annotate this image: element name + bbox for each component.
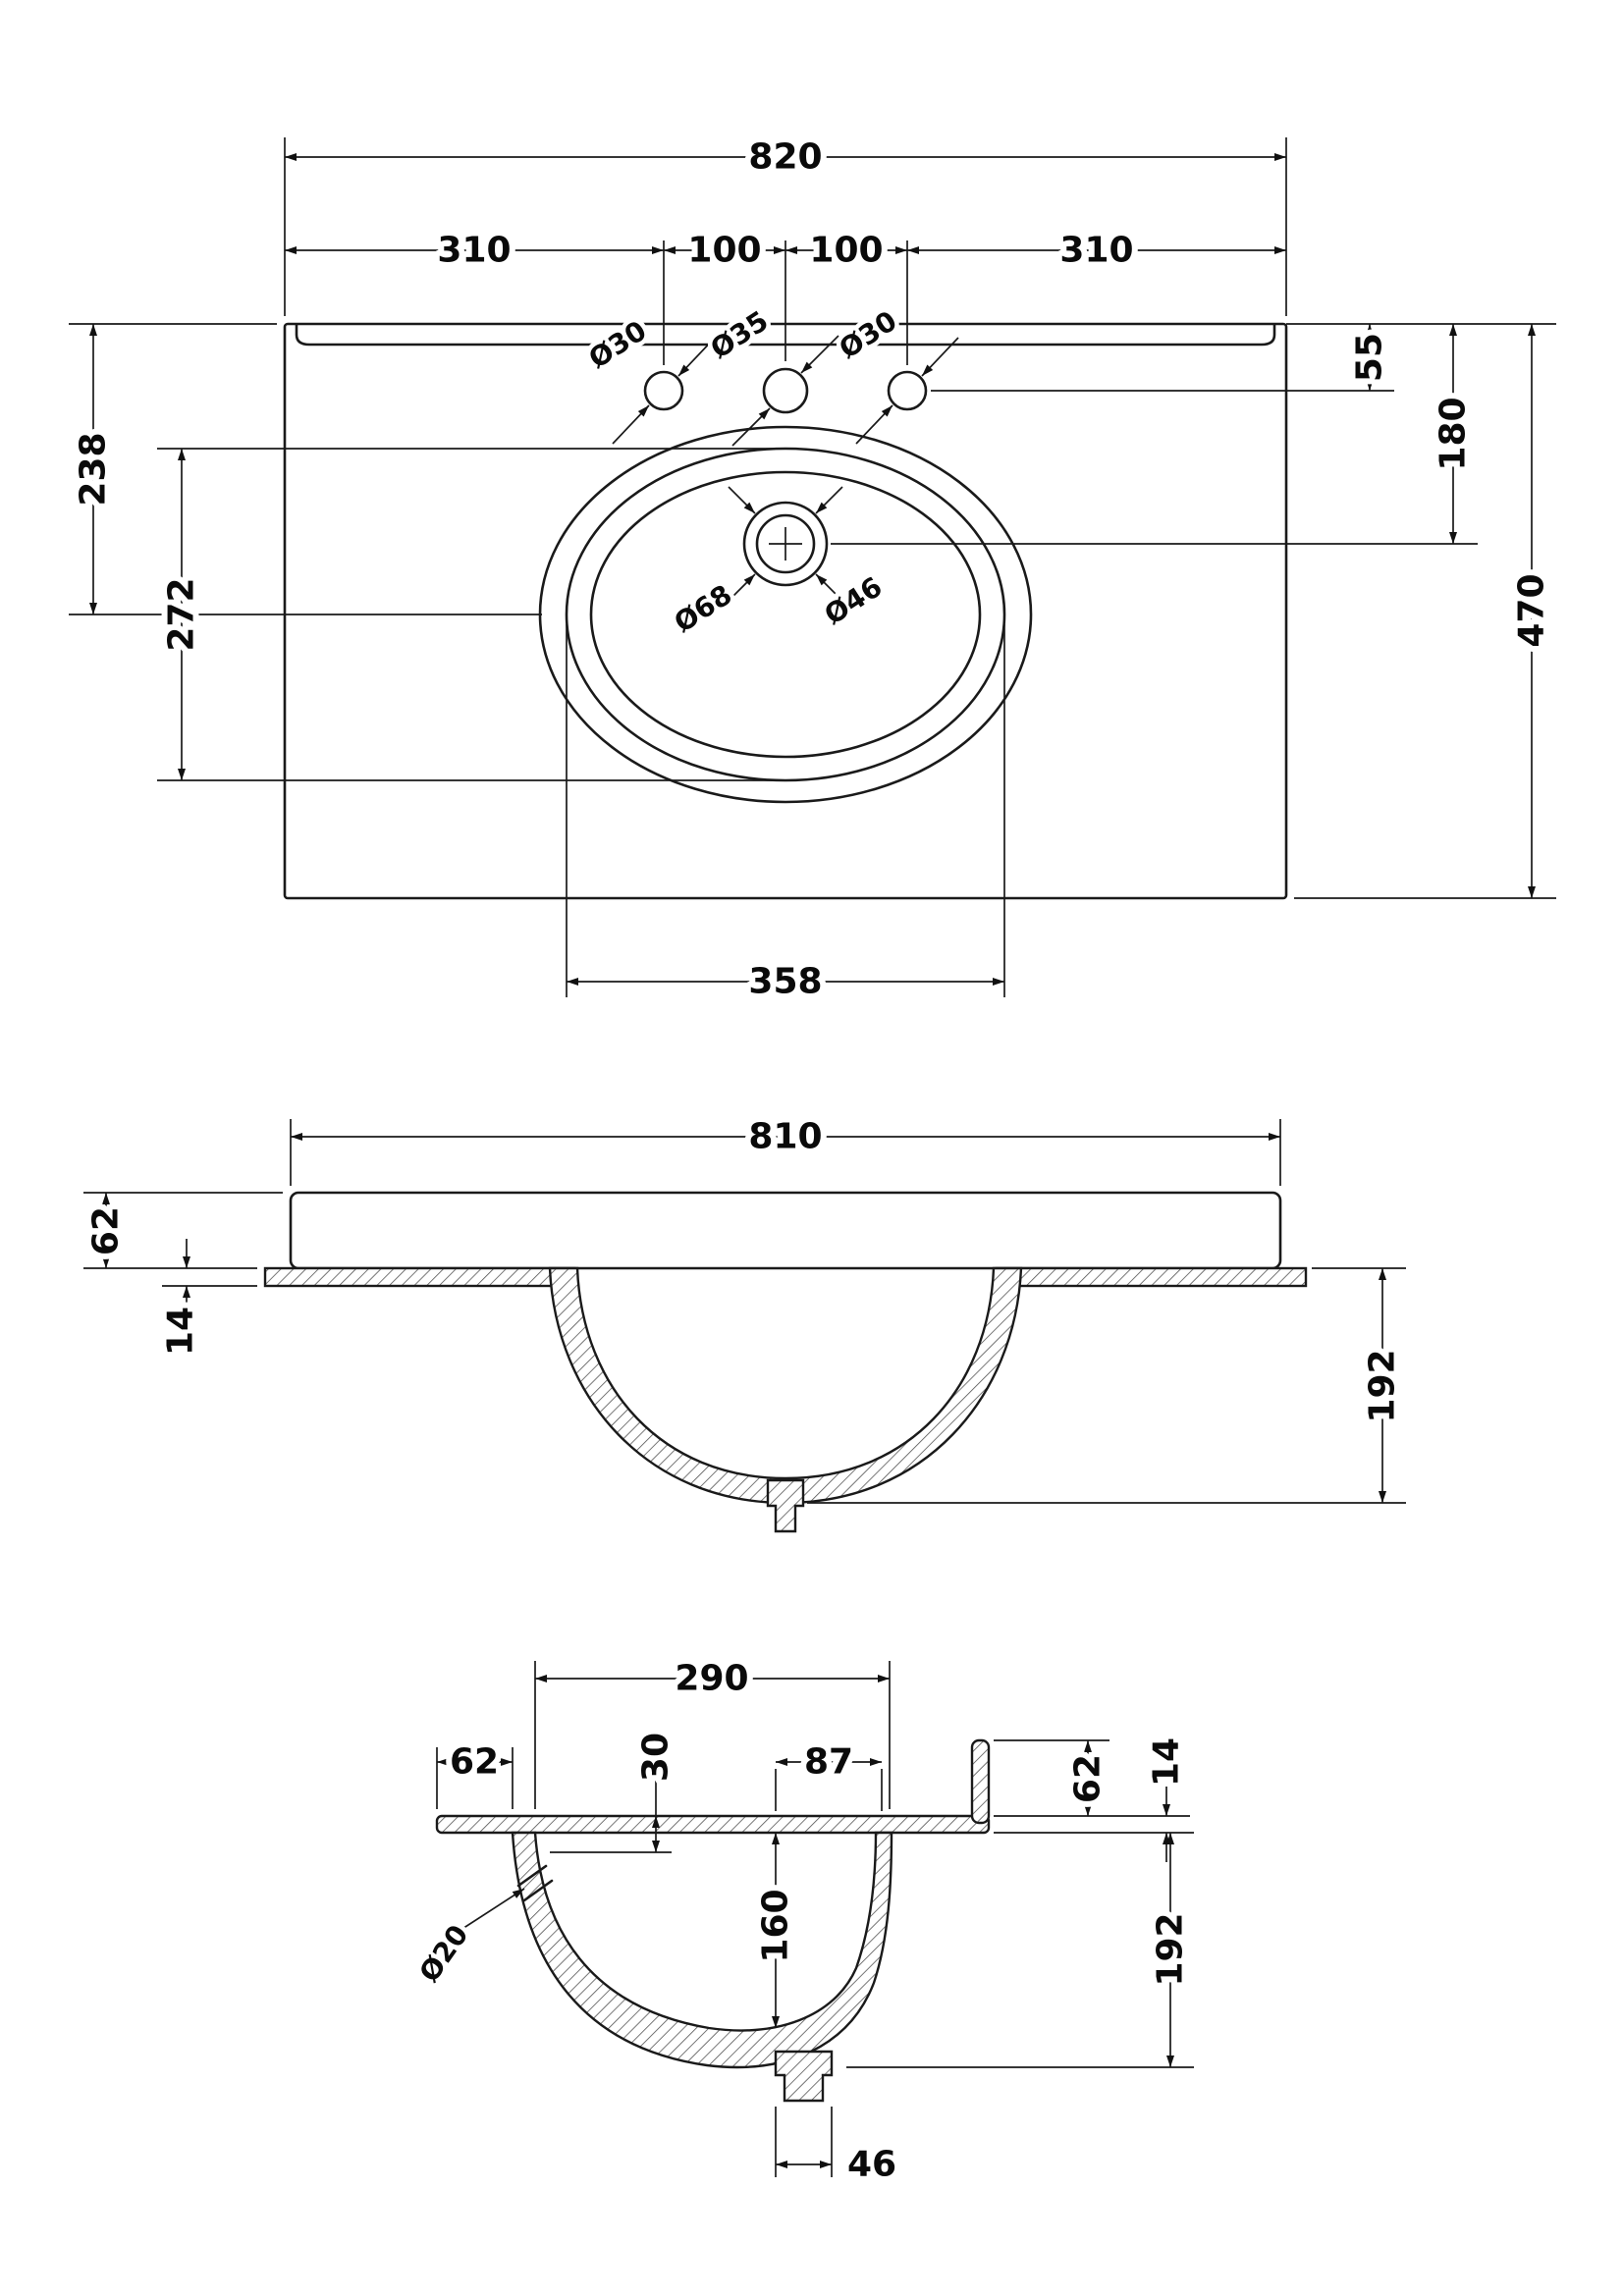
dim-waste-to-back-label: 87 [804,1742,853,1783]
dim-overall-depth-label: 470 [1512,573,1552,647]
top-view: 820 310 100 100 310 Ø30 Ø35 Ø30 55 180 4… [68,132,1558,1008]
top-view-geometry [283,322,1288,900]
dim-front-rim-height-label: 62 [86,1206,127,1255]
dim-span-right-label: 310 [1059,231,1133,271]
dim-bowl-width-label: 358 [748,962,822,1002]
front-ledge-left [263,1266,576,1288]
front-bowl-section [548,1266,1023,1505]
dim-front-ledge-thickness-label: 14 [161,1307,201,1356]
side-view-dimension-lines [437,1675,1174,2168]
bowl-inner [589,470,982,759]
dim-bowl-length-label: 272 [162,577,202,651]
bowl-rim [565,447,1006,782]
side-view-geometry [435,1738,991,2103]
top-view-extension-lines [69,137,1556,997]
dim-rim-to-bowl-centre-label: 238 [74,432,114,506]
dim-front-width-label: 810 [748,1117,822,1157]
front-view-extension-lines [83,1119,1406,1504]
front-rim-slab [289,1191,1282,1270]
dim-rim-to-taps-label: 55 [1350,333,1390,382]
dim-upstand-height-label: 62 [1068,1754,1109,1803]
dim-front-bowl-depth-label: 192 [1363,1349,1403,1422]
dim-side-ledge-thickness-label: 14 [1147,1737,1187,1787]
side-upstand [970,1738,991,1825]
top-view-dimension-lines [89,153,1536,986]
side-bowl-section [511,1831,893,2069]
overflow-hole-edge-1 [516,1864,548,1888]
dim-waste-outlet-label: 46 [847,2145,896,2185]
dim-span-midleft-label: 100 [687,231,761,271]
tap-hole-right [887,370,928,411]
front-view-geometry [263,1191,1308,1533]
dim-span-midright-label: 100 [809,231,883,271]
overflow-hole-edge-2 [522,1879,554,1902]
dim-bowl-opening-label: 290 [675,1659,748,1699]
side-view: 290 62 30 87 62 14 Ø20 160 192 46 [408,1653,1197,2191]
front-ledge-right [995,1266,1308,1288]
front-view: 810 62 14 192 [81,1111,1409,1533]
dim-front-ledge-label: 62 [450,1742,499,1783]
tap-hole-left [643,370,684,411]
dim-side-bowl-depth-label: 192 [1151,1912,1191,1986]
front-waste-stub [766,1478,805,1533]
dim-rim-to-waste-label: 180 [1434,397,1474,470]
side-waste-stub [774,2050,834,2103]
dim-overflow-drop-label: 30 [636,1733,676,1782]
dim-span-left-label: 310 [437,231,511,271]
side-ledge [435,1814,991,1835]
dim-overall-width-label: 820 [748,137,822,178]
tap-hole-mid [762,367,809,414]
overflow-hole-dia-label: Ø20 [412,1919,474,1988]
front-view-dimension-lines [102,1133,1386,1503]
dim-bowl-inner-depth-label: 160 [756,1889,796,1962]
